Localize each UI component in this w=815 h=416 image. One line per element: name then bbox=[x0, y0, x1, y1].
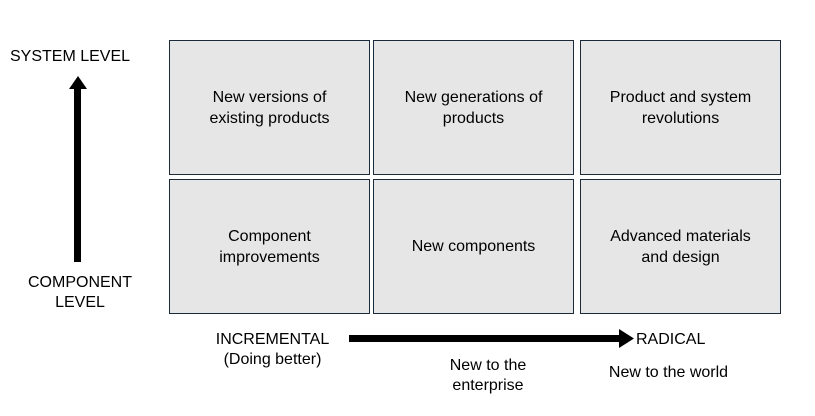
cell-bottom-middle-text: New components bbox=[411, 238, 536, 255]
cell-bottom-middle: New components bbox=[373, 179, 574, 314]
x-axis-far-label: New to the world bbox=[608, 364, 729, 381]
cell-top-middle-text: New generations of products bbox=[404, 88, 543, 127]
x-axis-right-label: RADICAL bbox=[636, 331, 706, 348]
x-axis-mid-label: New to the enterprise bbox=[428, 356, 548, 396]
x-axis-left-label-line2: (Doing better) bbox=[223, 351, 322, 368]
y-axis-bottom-label-line2: LEVEL bbox=[55, 294, 105, 311]
y-axis-bottom-label: COMPONENT LEVEL bbox=[10, 273, 150, 313]
x-axis-arrow bbox=[349, 329, 634, 348]
cell-top-middle: New generations of products bbox=[373, 40, 574, 175]
x-axis-left-label-line1: INCREMENTAL bbox=[215, 331, 330, 348]
cell-top-left: New versions of existing products bbox=[169, 40, 370, 175]
y-axis-arrow-head bbox=[69, 76, 87, 89]
x-axis-arrow-shaft bbox=[349, 335, 621, 342]
cell-bottom-right: Advanced materials and design bbox=[580, 179, 781, 314]
y-axis-bottom-label-line1: COMPONENT bbox=[28, 274, 132, 291]
cell-bottom-right-text: Advanced materials and design bbox=[610, 227, 751, 266]
x-axis-left-label: INCREMENTAL (Doing better) bbox=[195, 330, 350, 370]
x-axis-mid-label-line1: New to the bbox=[449, 357, 527, 374]
y-axis-top-label: SYSTEM LEVEL bbox=[10, 48, 131, 65]
cell-top-right: Product and system revolutions bbox=[580, 40, 781, 175]
x-axis-arrow-head bbox=[619, 329, 634, 348]
cell-bottom-left-text: Component improvements bbox=[219, 227, 320, 266]
y-axis-arrow-shaft bbox=[74, 87, 81, 262]
cell-top-left-text: New versions of existing products bbox=[209, 88, 330, 127]
y-axis-arrow bbox=[69, 76, 87, 262]
cell-bottom-left: Component improvements bbox=[169, 179, 370, 314]
x-axis-mid-label-line2: enterprise bbox=[452, 377, 524, 394]
cell-top-right-text: Product and system revolutions bbox=[609, 88, 752, 127]
